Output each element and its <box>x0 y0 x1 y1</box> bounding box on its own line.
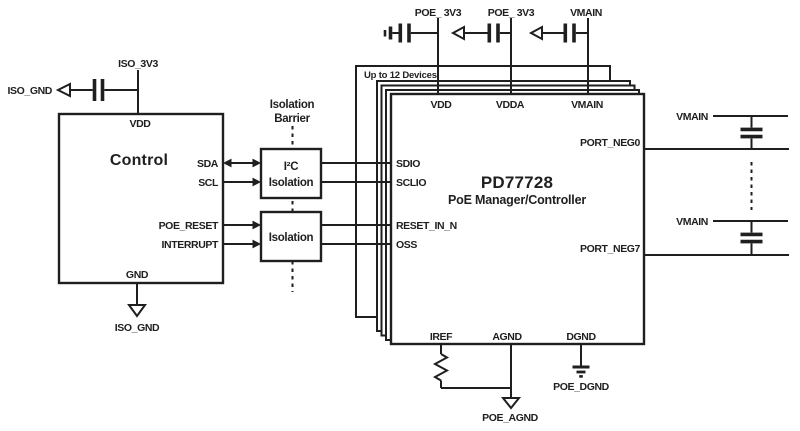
iso-gnd-label: ISO_GND <box>8 85 53 97</box>
iso3v3-label: ISO_3V3 <box>118 58 158 70</box>
sdio-pin-label: SDIO <box>396 158 420 170</box>
poe-dgnd-label: POE_DGND <box>553 381 610 393</box>
control-block <box>57 112 225 285</box>
port-neg7-pin-label: PORT_NEG7 <box>580 243 641 255</box>
isolation-box-label: Isolation <box>269 232 314 244</box>
scl-arrowhead-icon <box>252 177 261 187</box>
sda-arrowhead-right-icon <box>252 158 261 168</box>
poe-agnd-label: POE_AGND <box>482 412 539 424</box>
pd-part-number: PD77728 <box>481 173 553 192</box>
reset-in-n-pin-label: RESET_IN_N <box>396 220 457 232</box>
poe3v3-rail2-label: POE_ 3V3 <box>488 7 535 19</box>
interrupt-pin-label: INTERRUPT <box>162 239 219 251</box>
pd-vdd-pin-label: VDD <box>431 99 453 111</box>
sclio-pin-label: SCLIO <box>396 177 426 189</box>
scl-pin-label: SCL <box>198 177 219 189</box>
up-to-12-devices-label: Up to 12 Devices <box>364 70 437 81</box>
oss-pin-label: OSS <box>396 239 417 251</box>
iref-pin-label: IREF <box>430 331 453 343</box>
control-gnd-pin-label: GND <box>126 269 149 281</box>
control-vdd-pin-label: VDD <box>130 118 152 130</box>
isolation-barrier-label-line2: Barrier <box>274 113 310 125</box>
sda-arrowhead-left-icon <box>223 158 232 168</box>
iso-gnd-triangle-icon <box>127 304 147 318</box>
poe-agnd-triangle-icon <box>500 397 522 410</box>
isolation-block <box>259 210 323 263</box>
iso-gnd-arrow-icon <box>55 82 71 98</box>
gnd-arrow-icon <box>528 25 543 41</box>
dgnd-pin-label: DGND <box>566 331 596 343</box>
iref-resistor-icon <box>432 353 450 382</box>
vmain-port7-label: VMAIN <box>676 216 708 228</box>
control-title: Control <box>110 152 168 169</box>
gnd-arrow-icon <box>450 25 465 41</box>
agnd-pin-label: AGND <box>492 331 522 343</box>
i2c-isolation-block <box>259 147 323 200</box>
poe3v3-rail1-label: POE_ 3V3 <box>415 7 462 19</box>
pd-vdda-pin-label: VDDA <box>496 99 525 111</box>
interrupt-arrowhead-icon <box>252 239 261 249</box>
i2c-label: I²C <box>284 161 298 173</box>
sda-pin-label: SDA <box>197 158 219 170</box>
pd77728-block <box>389 92 646 346</box>
iso-gnd-bottom-label: ISO_GND <box>115 322 160 334</box>
vmain-port0-label: VMAIN <box>676 111 708 123</box>
poe-reset-arrowhead-icon <box>252 220 261 230</box>
port-neg0-pin-label: PORT_NEG0 <box>580 137 641 149</box>
pd-vmain-pin-label: VMAIN <box>571 99 603 111</box>
pd-subtitle: PoE Manager/Controller <box>448 193 586 207</box>
i2c-isolation-label: Isolation <box>269 177 314 189</box>
vmain-rail-label: VMAIN <box>570 7 602 19</box>
isolation-barrier-label-line1: Isolation <box>270 99 315 111</box>
poe-reset-pin-label: POE_RESET <box>159 220 219 232</box>
